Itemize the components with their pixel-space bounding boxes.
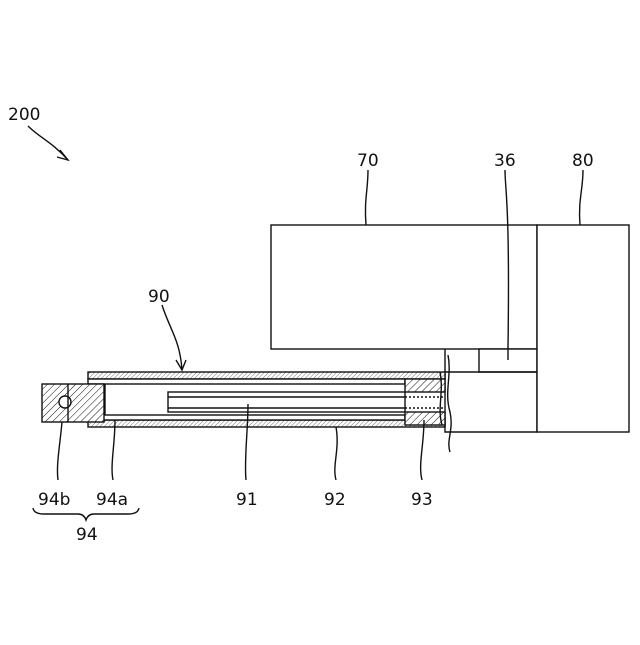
leader-80 (580, 170, 583, 225)
device-leader-arrow (28, 126, 68, 160)
leader-94a (112, 420, 115, 480)
rod-91 (168, 392, 405, 412)
label-92: 92 (324, 490, 346, 510)
label-94a: 94a (96, 490, 128, 510)
leader-94b (57, 422, 62, 480)
leader-70 (365, 170, 368, 225)
label-94: 94 (76, 525, 98, 545)
sleeve-94a-bottom (88, 415, 405, 420)
label-90: 90 (148, 287, 170, 307)
label-80: 80 (572, 151, 594, 171)
break-line-outer (448, 355, 451, 452)
label-94b: 94b (38, 490, 70, 510)
label-36: 36 (494, 151, 516, 171)
sleeve-92-top (88, 372, 445, 379)
cap-94b (42, 384, 104, 422)
leader-93 (421, 420, 424, 480)
part-93-bottom (405, 412, 445, 425)
cap-94b-hole (59, 396, 71, 408)
label-70: 70 (357, 151, 379, 171)
block-80 (537, 225, 629, 432)
leader-92 (335, 427, 337, 480)
label-93: 93 (411, 490, 433, 510)
sleeve-94a-top (88, 379, 405, 384)
sleeve-92-bottom (88, 420, 445, 427)
label-91: 91 (236, 490, 258, 510)
leader-90 (162, 305, 182, 370)
part-93-top (405, 379, 445, 392)
label-200: 200 (8, 105, 40, 125)
block-70 (271, 225, 537, 349)
